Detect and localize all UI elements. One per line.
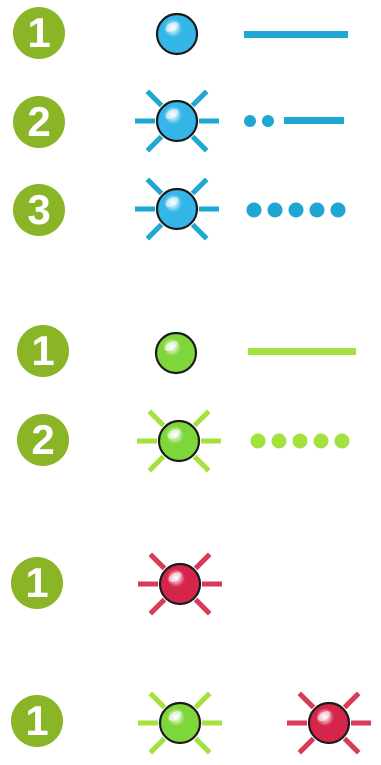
dot-mark	[334, 433, 350, 449]
led-bulb	[158, 562, 202, 606]
indicator-row-4: 1	[0, 0, 381, 377]
ray-mark	[145, 222, 164, 241]
led-highlight	[164, 341, 178, 351]
led-bulb	[155, 99, 199, 143]
blue-led-blinking-icon	[135, 89, 219, 153]
indicator-row-5: 2	[0, 0, 381, 473]
ray-mark	[145, 134, 164, 153]
ray-mark	[192, 454, 211, 473]
led-bulb	[158, 701, 202, 745]
step-number-badge: 1	[11, 557, 63, 609]
ray-mark	[148, 691, 167, 710]
ray-mark	[148, 597, 167, 616]
ray-mark	[190, 134, 209, 153]
indicator-row-3: 3	[0, 0, 381, 241]
ray-mark	[190, 177, 209, 196]
step-number-badge: 1	[11, 695, 63, 747]
ray-mark	[297, 736, 316, 755]
dot-mark	[250, 433, 266, 449]
two-dots-dash-pattern	[244, 115, 344, 127]
dot-mark	[313, 433, 329, 449]
dot-mark	[267, 202, 283, 218]
dot-mark	[288, 202, 304, 218]
step-number-badge: 1	[13, 7, 65, 59]
solid-line-mark	[248, 348, 356, 355]
step-number-badge: 2	[17, 414, 69, 466]
solid-line-pattern	[248, 348, 356, 355]
led-highlight	[317, 711, 331, 721]
ray-mark	[193, 597, 212, 616]
dash-mark	[284, 117, 344, 124]
ray-mark	[145, 177, 164, 196]
solid-line-mark	[244, 31, 348, 38]
dot-mark	[244, 115, 256, 127]
step-number-badge: 1	[17, 325, 69, 377]
led-highlight	[165, 197, 179, 207]
ray-mark	[193, 552, 212, 571]
led-bulb	[155, 187, 199, 231]
ray-mark	[147, 409, 166, 428]
dot-mark	[309, 202, 325, 218]
five-dots-pattern	[250, 433, 350, 449]
indicator-row-2: 2	[0, 0, 381, 153]
red-led-blinking-icon	[287, 691, 371, 755]
blue-led-icon	[155, 12, 199, 56]
led-highlight	[168, 572, 182, 582]
ray-mark	[342, 736, 361, 755]
step-number-badge: 2	[13, 96, 65, 148]
led-bulb	[157, 419, 201, 463]
dot-mark	[292, 433, 308, 449]
step-number-badge: 3	[13, 184, 65, 236]
dot-mark	[246, 202, 262, 218]
dot-mark	[330, 202, 346, 218]
ray-mark	[147, 454, 166, 473]
led-highlight	[168, 711, 182, 721]
five-dots-pattern	[246, 202, 346, 218]
indicator-row-1: 1	[0, 0, 381, 80]
red-led-blinking-icon	[138, 552, 222, 616]
ray-mark	[297, 691, 316, 710]
ray-mark	[193, 691, 212, 710]
solid-line-pattern	[244, 31, 348, 38]
dot-mark	[271, 433, 287, 449]
ray-mark	[193, 736, 212, 755]
led-highlight	[165, 109, 179, 119]
blue-led-blinking-icon	[135, 177, 219, 241]
ray-mark	[192, 409, 211, 428]
led-highlight	[165, 22, 179, 32]
ray-mark	[190, 222, 209, 241]
led-bulb	[155, 12, 199, 56]
led-bulb	[154, 331, 198, 375]
ray-mark	[342, 691, 361, 710]
dot-mark	[262, 115, 274, 127]
ray-mark	[148, 736, 167, 755]
ray-mark	[148, 552, 167, 571]
green-led-icon	[154, 331, 198, 375]
led-bulb	[307, 701, 351, 745]
ray-mark	[145, 89, 164, 108]
green-led-blinking-icon	[137, 409, 221, 473]
ray-mark	[190, 89, 209, 108]
indicator-row-6: 1	[0, 0, 381, 616]
led-highlight	[167, 429, 181, 439]
green-led-blinking-icon	[138, 691, 222, 755]
